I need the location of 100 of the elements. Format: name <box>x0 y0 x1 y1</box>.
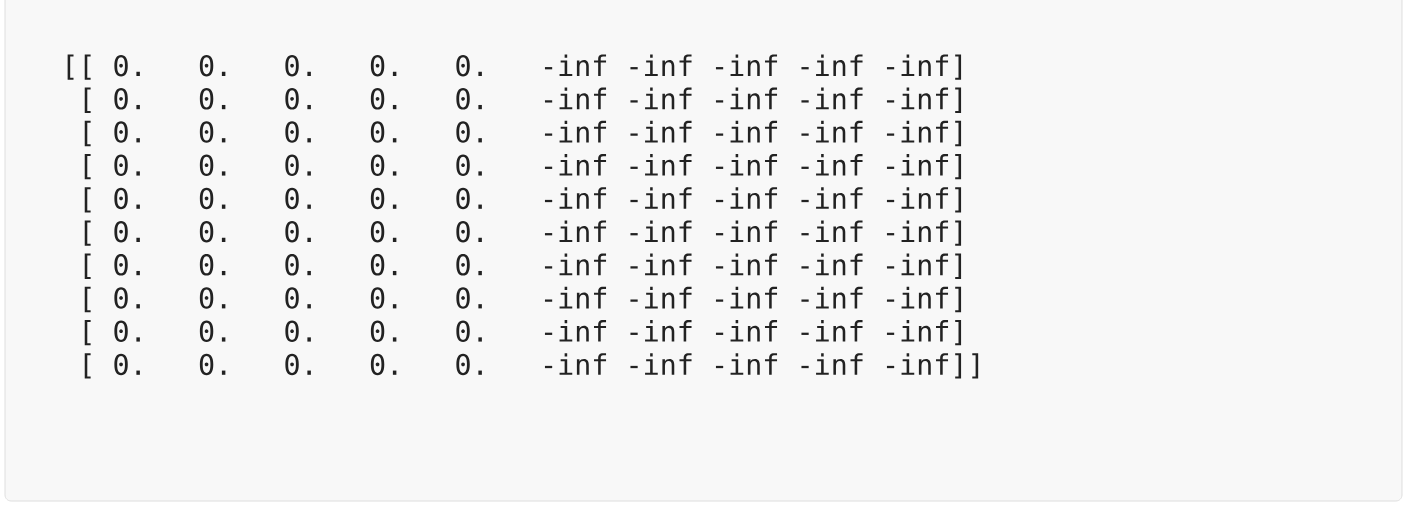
matrix-entry: -inf <box>544 154 607 176</box>
matrix-entry: -inf <box>544 120 607 143</box>
matrix-entry: 0. <box>456 54 482 77</box>
matrix-entry: -inf <box>801 54 863 76</box>
matrix-entry: 0. <box>285 54 311 77</box>
bracket: [ <box>84 120 91 147</box>
matrix-entry: 0. <box>370 287 397 309</box>
matrix-entry: -inf <box>630 54 692 76</box>
matrix-entry: 0. <box>456 121 482 143</box>
matrix-entry: 0. <box>456 320 482 342</box>
matrix-entry: 0. <box>285 287 311 309</box>
matrix-entry: -inf] <box>886 286 962 313</box>
matrix-entry: -inf <box>801 220 863 242</box>
matrix-entry: -inf <box>715 253 778 276</box>
matrix-entry: -inf <box>715 353 778 375</box>
matrix-entry: -inf <box>801 187 863 209</box>
matrix-entry: 0. <box>456 287 482 309</box>
bracket: [ <box>84 353 91 379</box>
matrix-entry: 0. <box>285 254 311 276</box>
matrix-entry: -inf] <box>886 120 962 147</box>
matrix-entry: 0. <box>114 220 140 243</box>
matrix-entry: 0. <box>370 154 397 176</box>
matrix-entry: -inf <box>801 253 863 276</box>
bracket: [ <box>84 154 91 180</box>
matrix-entry: -inf <box>801 87 863 110</box>
matrix-entry: -inf <box>801 286 863 309</box>
matrix-entry: -inf <box>630 320 692 342</box>
matrix-entry: -inf <box>544 286 607 309</box>
matrix-entry: -inf <box>715 120 778 143</box>
matrix-entry: 0. <box>114 353 140 376</box>
matrix-entry: -inf <box>544 320 607 342</box>
matrix-entry: 0. <box>285 220 311 243</box>
matrix-entry: 0. <box>114 154 140 176</box>
bracket: [ <box>84 253 91 279</box>
matrix-entry: 0. <box>370 220 397 243</box>
matrix-entry: -inf <box>801 120 863 143</box>
matrix-entry: 0. <box>199 88 226 110</box>
matrix-entry: -inf <box>630 154 692 176</box>
matrix-entry: 0. <box>456 154 482 176</box>
matrix-entry: -inf] <box>886 320 962 346</box>
matrix-entry: -inf] <box>886 87 962 113</box>
matrix-entry: 0. <box>114 320 140 342</box>
matrix-entry: -inf <box>544 220 607 242</box>
matrix-entry: 0. <box>114 88 140 110</box>
matrix-entry: 0. <box>285 121 311 143</box>
matrix-entry: 0. <box>370 254 397 276</box>
matrix-entry: 0. <box>370 88 397 110</box>
matrix-entry: -inf <box>630 220 692 242</box>
matrix-entry: -inf <box>801 320 863 342</box>
matrix-entry: 0. <box>285 88 311 110</box>
matrix-entry: -inf <box>544 87 607 110</box>
matrix-entry: 0. <box>199 220 226 243</box>
matrix-entry: -inf] <box>886 54 962 80</box>
matrix-entry: 0. <box>370 54 397 77</box>
matrix-entry: 0. <box>370 320 397 342</box>
matrix-entry: -inf <box>630 87 692 110</box>
matrix-entry: -inf <box>630 253 692 276</box>
matrix-entry: 0. <box>370 353 397 376</box>
matrix-entry: 0. <box>456 88 482 110</box>
bracket: [ <box>84 220 91 246</box>
bracket: [ <box>84 87 91 113</box>
matrix-entry: 0. <box>114 54 140 77</box>
matrix-entry: 0. <box>199 353 226 376</box>
matrix-entry: -inf <box>715 87 778 110</box>
bracket: [[ <box>67 54 91 80</box>
bracket: [ <box>84 286 91 313</box>
matrix-entry: 0. <box>114 254 140 276</box>
matrix-entry: 0. <box>456 220 482 243</box>
matrix-entry: 0. <box>199 187 226 210</box>
matrix-entry: -inf <box>630 120 692 143</box>
matrix-entry: -inf <box>801 353 863 375</box>
matrix-entry: -inf <box>630 286 692 309</box>
matrix-entry: -inf] <box>886 220 962 246</box>
matrix-entry: -inf <box>715 54 778 76</box>
matrix-entry: 0. <box>285 187 311 210</box>
matrix-entry: 0. <box>199 287 226 309</box>
matrix-entry: 0. <box>199 121 226 143</box>
matrix-entry: -inf <box>715 220 778 242</box>
matrix-entry: -inf] <box>886 154 962 180</box>
matrix-entry: -inf <box>630 187 692 209</box>
matrix-entry: 0. <box>370 121 397 143</box>
matrix-entry: -inf <box>715 154 778 176</box>
matrix-entry: 0. <box>199 54 226 77</box>
matrix-entry: 0. <box>114 121 140 143</box>
matrix-entry: -inf <box>715 320 778 342</box>
matrix-entry: 0. <box>456 254 482 276</box>
matrix-entry: -inf <box>630 353 692 375</box>
matrix-entry: -inf <box>544 253 607 276</box>
matrix-entry: -inf <box>544 54 607 76</box>
bracket: [ <box>84 320 91 346</box>
matrix-entry: -inf <box>715 187 778 209</box>
matrix-entry: -inf <box>715 286 778 309</box>
matrix-entry: -inf] <box>886 253 962 279</box>
matrix-entry: 0. <box>114 287 140 309</box>
matrix-entry: 0. <box>199 320 226 342</box>
matrix-entry: -inf <box>801 154 863 176</box>
matrix-entry: 0. <box>285 320 311 342</box>
matrix-entry: 0. <box>456 187 482 210</box>
matrix-entry: 0. <box>199 254 226 276</box>
matrix-entry: -inf <box>544 353 607 375</box>
